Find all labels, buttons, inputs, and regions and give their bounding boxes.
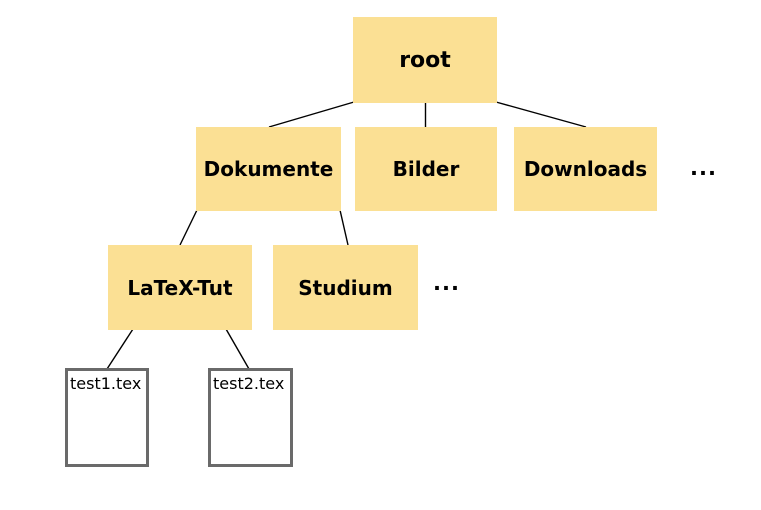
- node-bilder-label: Bilder: [392, 157, 460, 181]
- ellipsis-more-level3: ...: [433, 271, 460, 295]
- ellipsis-more-level2: ...: [690, 156, 717, 180]
- node-bilder: Bilder: [355, 127, 497, 211]
- node-studium: Studium: [273, 245, 418, 330]
- edge-dokumente-latextut: [179, 209, 198, 246]
- node-latex-tut: LaTeX-Tut: [108, 245, 252, 330]
- node-file-test1: test1.tex: [65, 368, 149, 467]
- node-root-label: root: [399, 47, 451, 73]
- edge-latextut-test1: [106, 328, 134, 370]
- node-root: root: [353, 17, 497, 103]
- node-downloads: Downloads: [514, 127, 657, 211]
- node-file-test1-label: test1.tex: [70, 374, 142, 393]
- node-latex-tut-label: LaTeX-Tut: [127, 275, 233, 300]
- edge-root-dokumente: [268, 101, 355, 128]
- node-file-test2-label: test2.tex: [213, 374, 285, 393]
- node-dokumente-label: Dokumente: [203, 157, 334, 181]
- edge-dokumente-studium: [339, 209, 349, 246]
- edge-root-downloads: [495, 101, 587, 128]
- node-file-test2: test2.tex: [208, 368, 293, 467]
- node-downloads-label: Downloads: [523, 157, 648, 181]
- edge-latextut-test2: [225, 328, 250, 370]
- node-studium-label: Studium: [298, 275, 393, 300]
- node-dokumente: Dokumente: [196, 127, 341, 211]
